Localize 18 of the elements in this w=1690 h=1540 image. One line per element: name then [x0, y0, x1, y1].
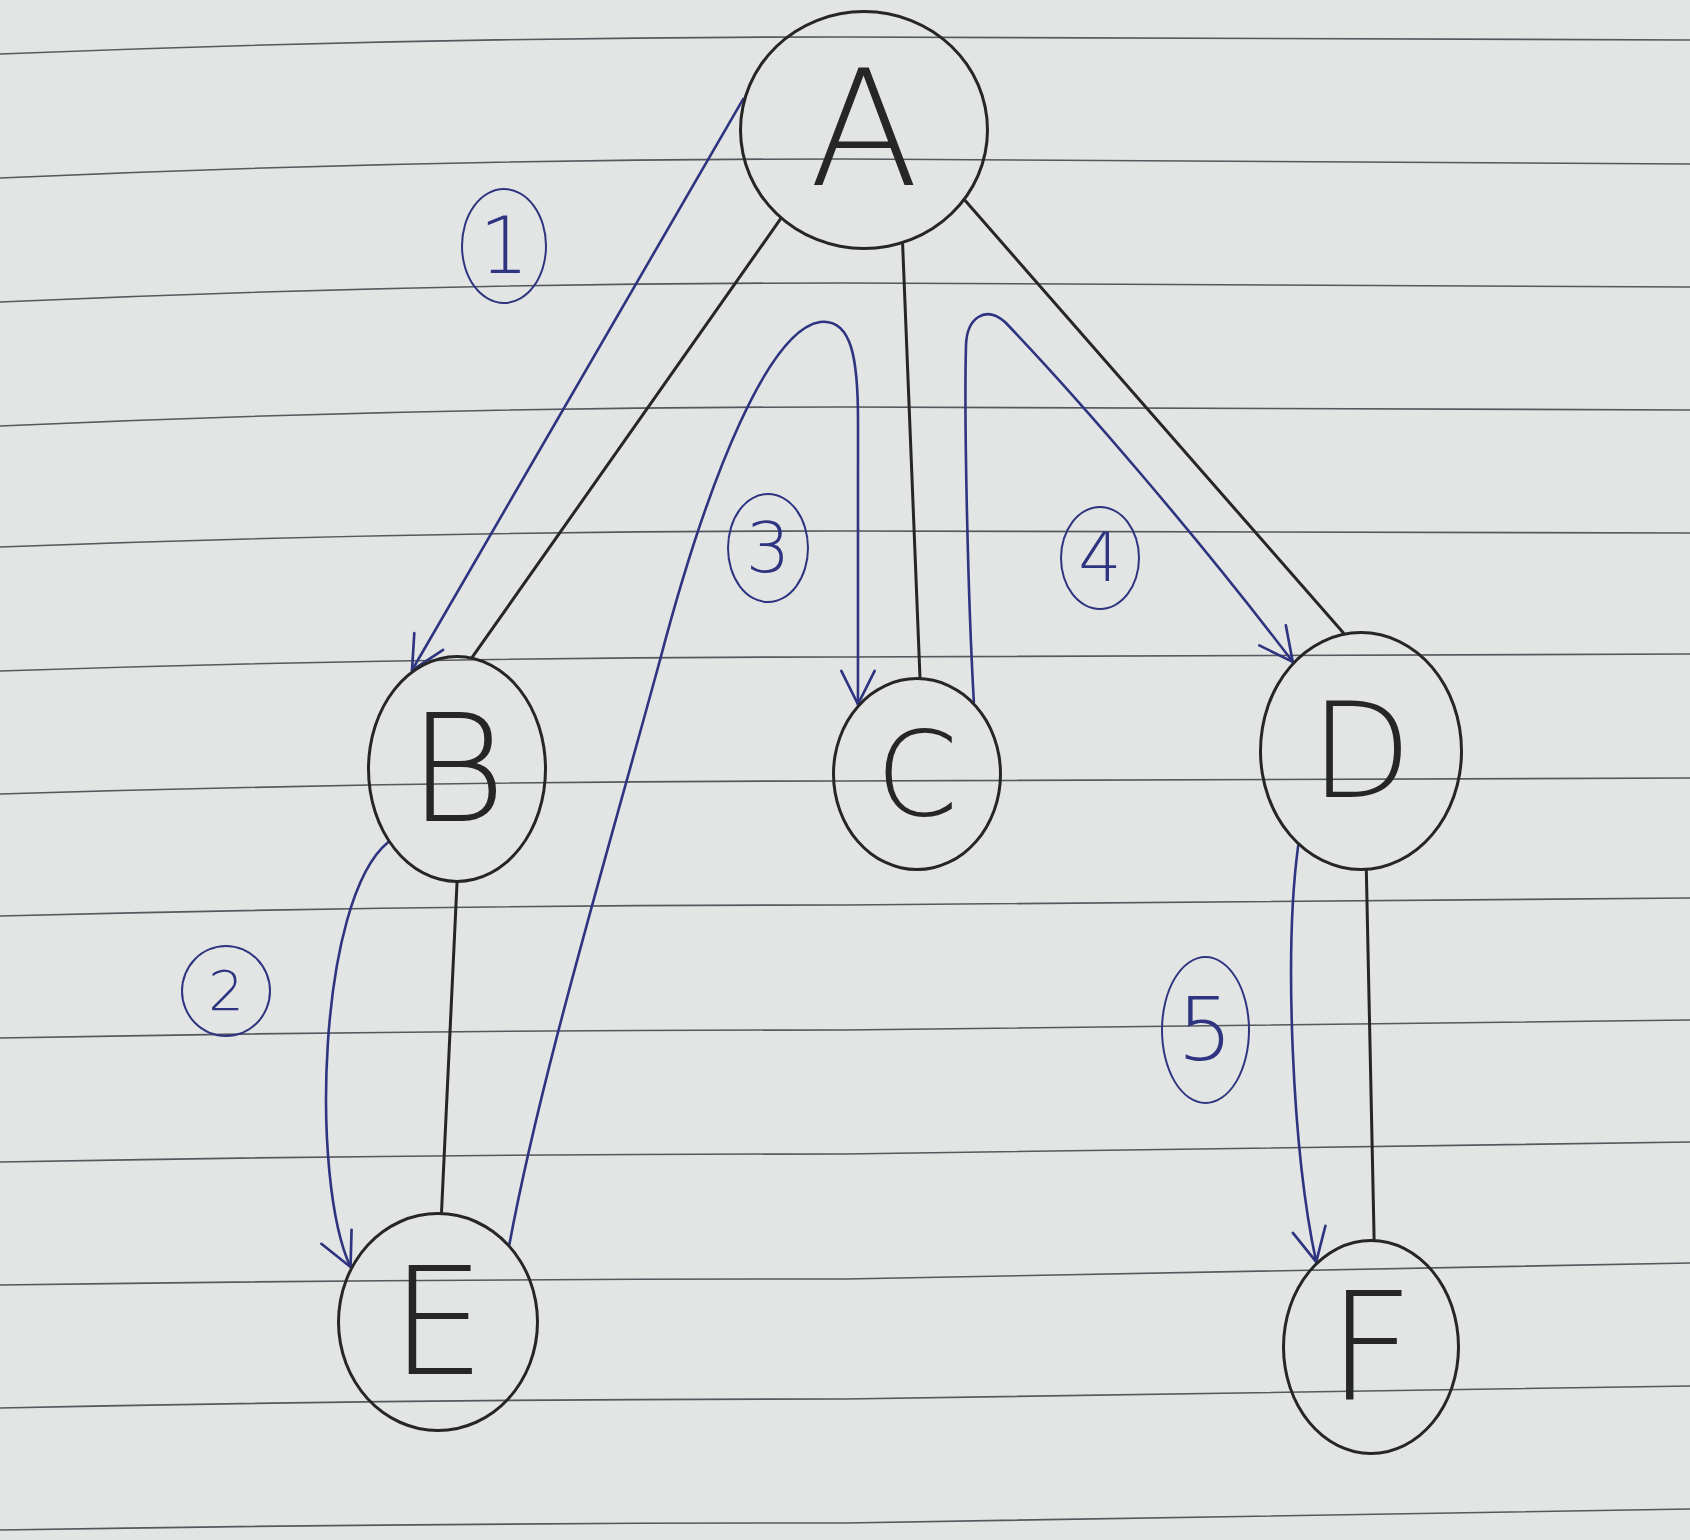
node-circle: [337, 1212, 539, 1432]
arrow: [322, 841, 390, 1269]
edge-line: [440, 881, 459, 1214]
node-letter: F: [1327, 1272, 1415, 1422]
arrow: [410, 97, 745, 672]
node-circle: [1282, 1239, 1460, 1455]
edge-line: [901, 242, 922, 679]
edge-line: [471, 217, 782, 659]
step-number: 2: [181, 945, 271, 1037]
step-number: 1: [461, 188, 547, 304]
edge-line: [963, 199, 1345, 635]
edge-line: [1364, 869, 1376, 1241]
arrow: [1289, 844, 1328, 1264]
step-number: 3: [727, 493, 809, 603]
arrow: [508, 320, 876, 1246]
node-letter: E: [390, 1247, 486, 1397]
arrow: [964, 313, 1295, 704]
step-number: 4: [1060, 506, 1140, 610]
